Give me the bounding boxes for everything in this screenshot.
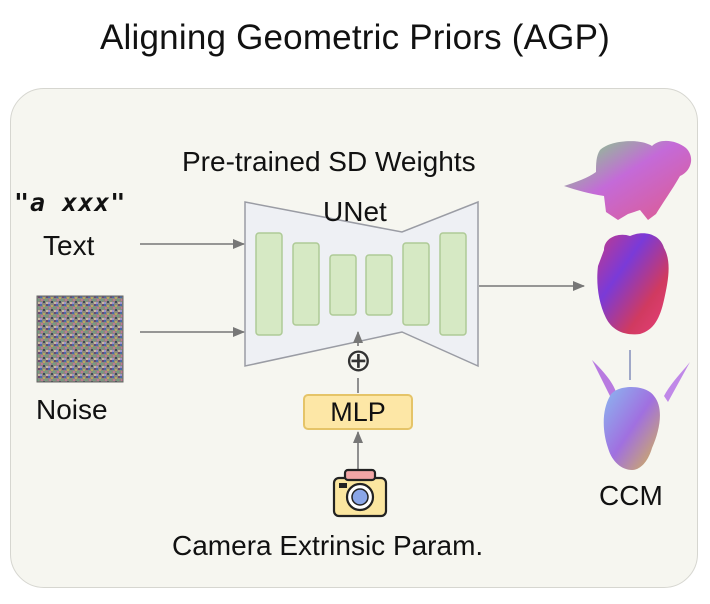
unet-layer-2 (292, 242, 320, 326)
bunny-ccm-icon (592, 350, 690, 470)
camera-label: Camera Extrinsic Param. (172, 530, 484, 561)
unet-layer-4 (365, 254, 393, 316)
text-label: Text (43, 230, 95, 261)
plus-symbol: ⊕ (345, 341, 372, 379)
mlp-block: MLP (303, 394, 413, 430)
head-ccm-icon (597, 233, 669, 335)
unet-label: UNet (323, 196, 387, 227)
text-prompt: "a xxx" (14, 188, 127, 217)
camera-icon (332, 468, 388, 518)
unet-layer-5 (402, 242, 430, 326)
unet-layer-3 (329, 254, 357, 316)
noise-label: Noise (36, 394, 108, 425)
unet-layers (255, 232, 467, 336)
weights-label: Pre-trained SD Weights (182, 146, 476, 177)
dog-ccm-icon (564, 140, 692, 220)
noise-image (36, 295, 124, 383)
diagram-title: Aligning Geometric Priors (AGP) (100, 18, 610, 57)
ccm-label: CCM (599, 480, 663, 511)
unet-layer-1 (255, 232, 283, 336)
unet-layer-6 (439, 232, 467, 336)
